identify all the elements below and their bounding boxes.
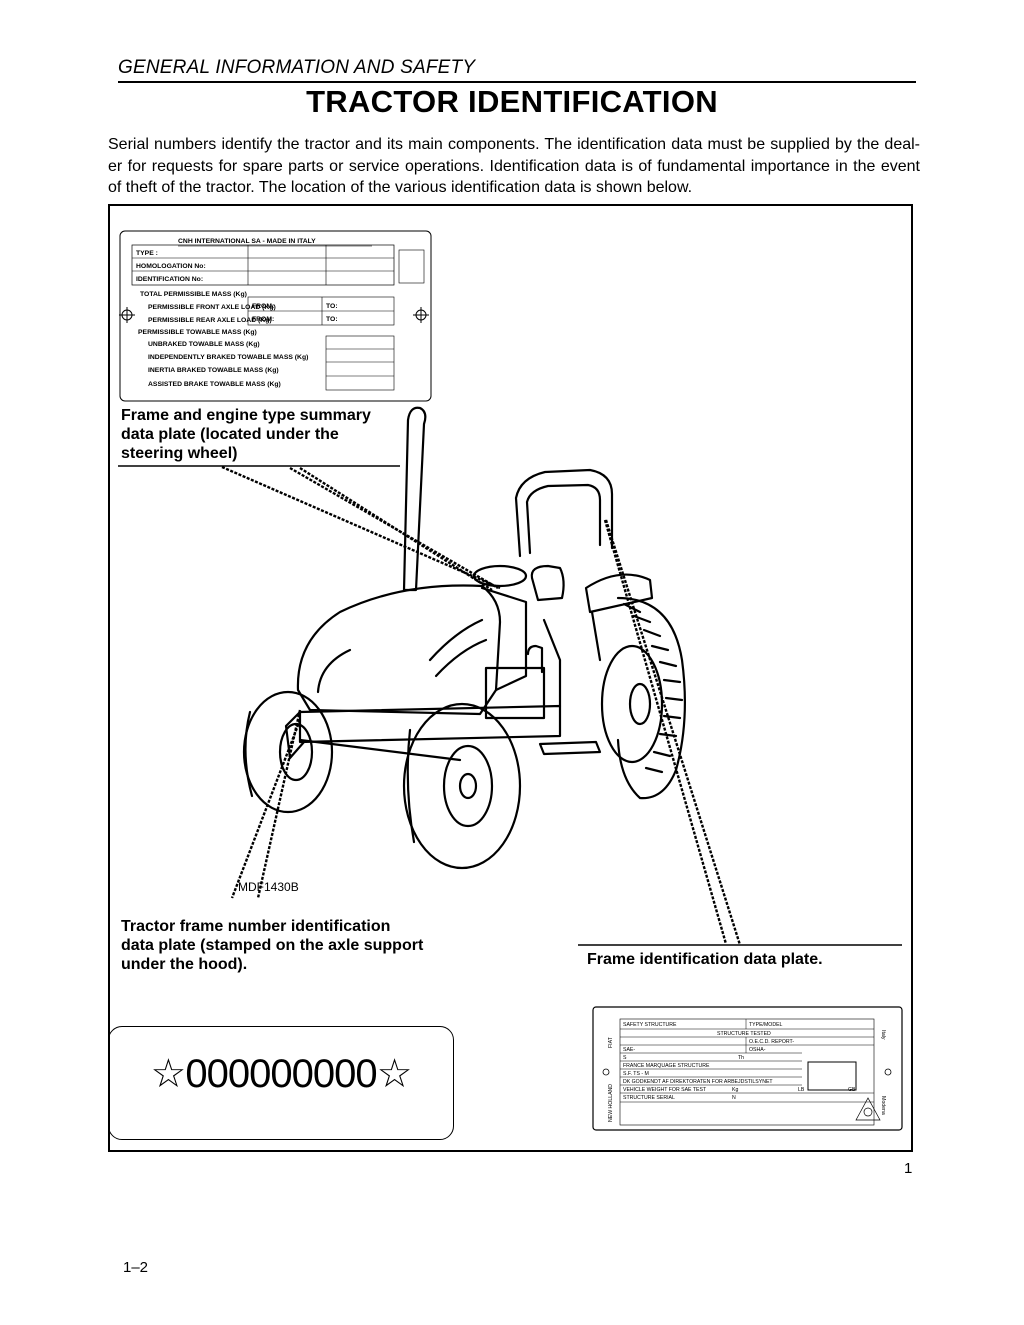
svg-text:TO:: TO: xyxy=(326,316,338,323)
svg-text:S.F. TS - M: S.F. TS - M xyxy=(623,1071,649,1077)
svg-text:SAFETY STRUCTURE: SAFETY STRUCTURE xyxy=(623,1022,677,1028)
page-marker: 1 xyxy=(904,1160,913,1177)
svg-text:TYPE/MODEL: TYPE/MODEL xyxy=(749,1022,783,1028)
svg-text:Th: Th xyxy=(738,1055,744,1061)
svg-text:TYPE :: TYPE : xyxy=(136,250,158,257)
callout-frame-id-plate: Frame identification data plate. xyxy=(587,951,823,968)
svg-text:Modena: Modena xyxy=(880,1096,886,1115)
crosshair-icon xyxy=(119,307,135,323)
svg-text:HOMOLOGATION No:: HOMOLOGATION No: xyxy=(136,263,206,270)
svg-text:INDEPENDENTLY BRAKED TOWABLE M: INDEPENDENTLY BRAKED TOWABLE MASS (Kg) xyxy=(148,354,308,361)
callout-line: data plate (stamped on the axle support xyxy=(121,937,424,954)
svg-text:FRANCE MARQUAGE STRUCTURE: FRANCE MARQUAGE STRUCTURE xyxy=(623,1063,710,1069)
svg-text:Italy: Italy xyxy=(880,1030,886,1040)
svg-text:TOTAL PERMISSIBLE MASS (Kg): TOTAL PERMISSIBLE MASS (Kg) xyxy=(140,291,247,298)
callout-frame-number-plate: Tractor frame number identification data… xyxy=(121,917,459,974)
intro-paragraph: Serial numbers identify the tractor and … xyxy=(108,136,920,196)
callout-summary-plate: Frame and engine type summary data plate… xyxy=(121,407,371,462)
svg-text:SAE-: SAE- xyxy=(623,1047,635,1053)
section-header: GENERAL INFORMATION AND SAFETY xyxy=(118,56,916,83)
callout-line: under the hood). xyxy=(121,956,248,973)
callout-line: Tractor frame number identification xyxy=(121,918,391,935)
svg-text:NEW HOLLAND: NEW HOLLAND xyxy=(608,1084,614,1122)
svg-text:GB: GB xyxy=(848,1087,856,1093)
figure-code: MDF1430B xyxy=(238,880,299,894)
svg-text:ASSISTED BRAKE TOWABLE MASS (K: ASSISTED BRAKE TOWABLE MASS (Kg) xyxy=(148,381,281,388)
svg-text:STRUCTURE SERIAL: STRUCTURE SERIAL xyxy=(623,1095,675,1101)
serial-number: ☆000000000☆ xyxy=(150,1052,413,1096)
serial-number-plate: ☆000000000☆ xyxy=(108,1026,454,1140)
crosshair-icon xyxy=(413,307,429,323)
svg-text:PERMISSIBLE REAR AXLE LOAD (Kg: PERMISSIBLE REAR AXLE LOAD (Kg) xyxy=(148,317,272,324)
page-title: TRACTOR IDENTIFICATION xyxy=(306,84,718,119)
approval-triangle-icon xyxy=(855,1097,881,1121)
svg-text:S: S xyxy=(623,1055,627,1061)
frame-id-plate: SAFETY STRUCTURE TYPE/MODEL STRUCTURE TE… xyxy=(592,1006,903,1131)
summary-data-plate: CNH INTERNATIONAL SA - MADE IN ITALY TYP… xyxy=(119,230,432,402)
svg-text:FROM:: FROM: xyxy=(252,316,274,323)
svg-text:FIAT: FIAT xyxy=(608,1036,614,1048)
svg-text:INERTIA BRAKED TOWABLE MASS (K: INERTIA BRAKED TOWABLE MASS (Kg) xyxy=(148,367,279,374)
svg-text:N: N xyxy=(732,1095,736,1101)
svg-text:O.E.C.D. REPORT-: O.E.C.D. REPORT- xyxy=(749,1039,794,1045)
svg-text:Kg: Kg xyxy=(732,1087,738,1093)
svg-text:PERMISSIBLE TOWABLE MASS (Kg): PERMISSIBLE TOWABLE MASS (Kg) xyxy=(138,329,257,336)
svg-text:UNBRAKED TOWABLE MASS (Kg): UNBRAKED TOWABLE MASS (Kg) xyxy=(148,341,260,348)
svg-text:VEHICLE WEIGHT FOR SAE TEST: VEHICLE WEIGHT FOR SAE TEST xyxy=(623,1087,707,1093)
svg-text:DK GODKENDT AF DIREKTORATEN FO: DK GODKENDT AF DIREKTORATEN FOR ARBEJDST… xyxy=(623,1079,773,1085)
svg-text:TO:: TO: xyxy=(326,303,338,310)
page-number: 1–2 xyxy=(123,1259,149,1276)
plate-maker: CNH INTERNATIONAL SA - MADE IN ITALY xyxy=(178,238,316,245)
figure-frame xyxy=(108,204,913,1152)
svg-text:IDENTIFICATION No:: IDENTIFICATION No: xyxy=(136,276,203,283)
svg-text:PERMISSIBLE FRONT AXLE LOAD (K: PERMISSIBLE FRONT AXLE LOAD (Kg) xyxy=(148,304,276,311)
svg-text:FROM:: FROM: xyxy=(252,303,274,310)
svg-text:LB: LB xyxy=(798,1087,805,1093)
svg-text:STRUCTURE TESTED: STRUCTURE TESTED xyxy=(717,1031,771,1037)
svg-text:OSHA-: OSHA- xyxy=(749,1047,766,1053)
